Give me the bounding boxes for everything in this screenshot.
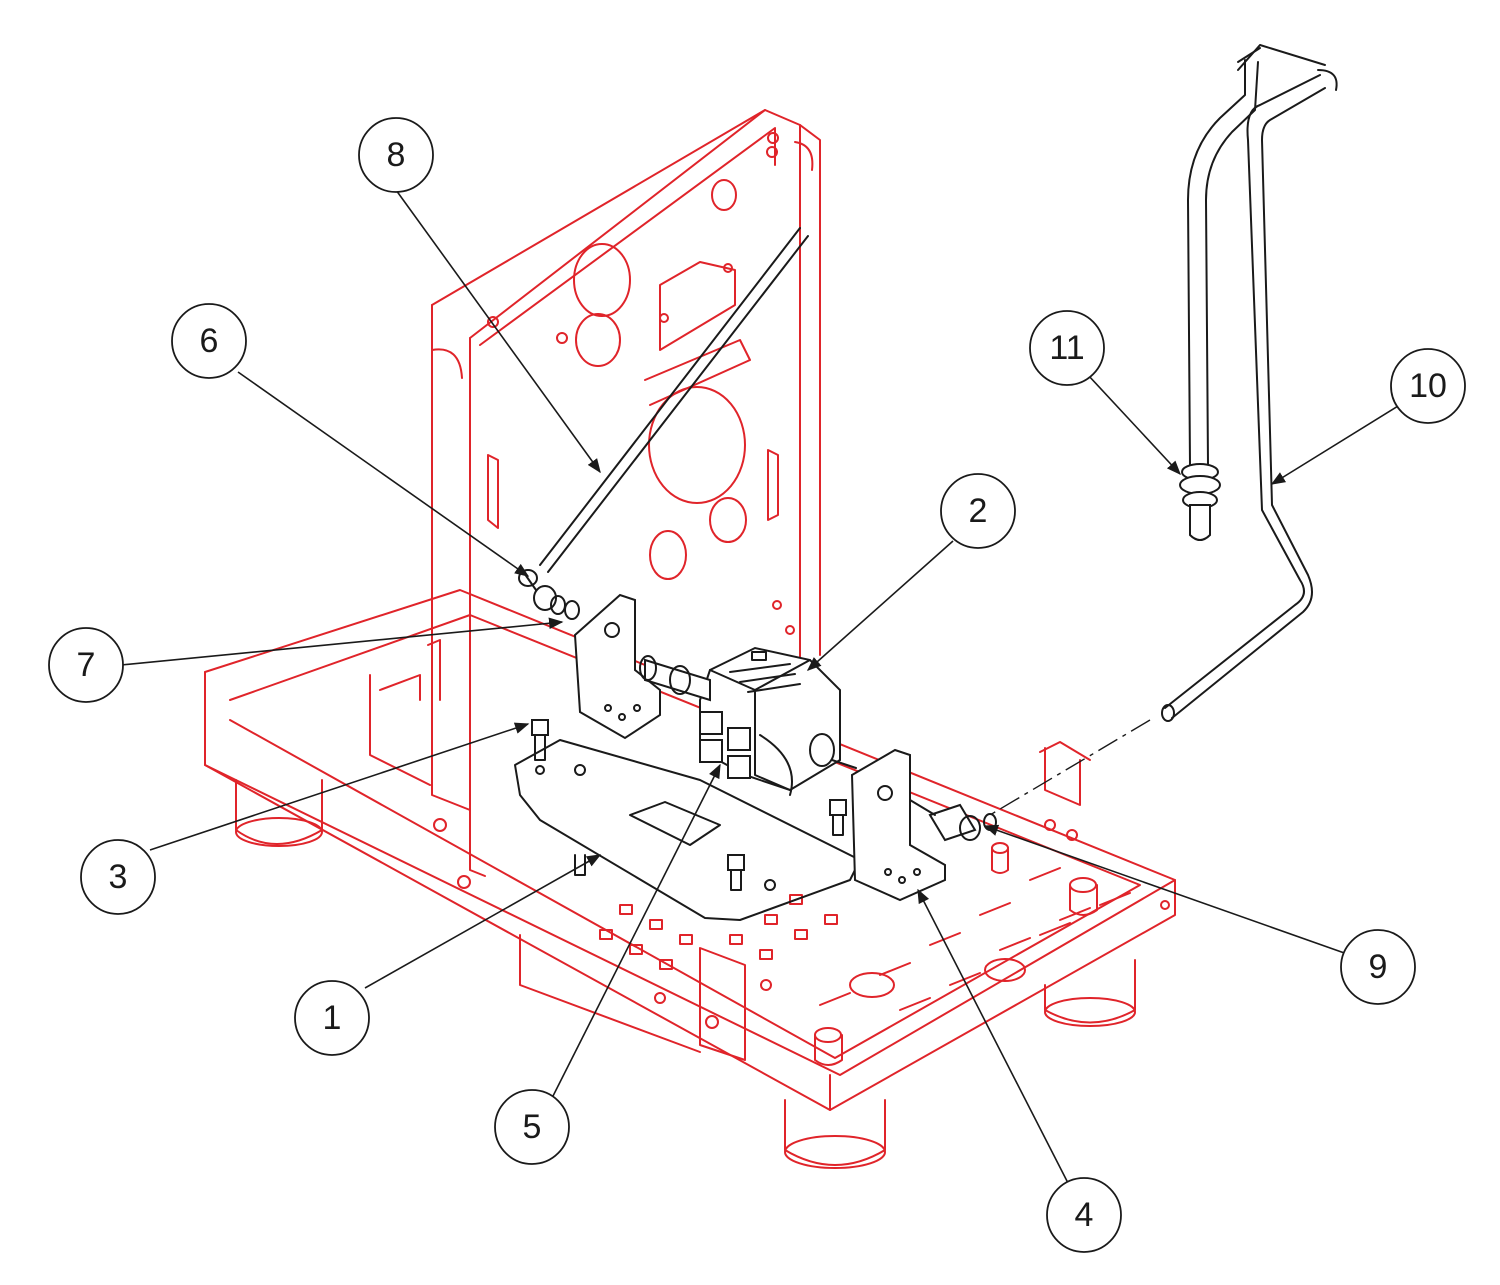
base-tray bbox=[204, 589, 1176, 1111]
pump-assembly bbox=[514, 44, 1338, 921]
callout-8: 8 bbox=[358, 117, 434, 193]
callout-8-label: 8 bbox=[387, 136, 406, 174]
callout-10-label: 10 bbox=[1409, 367, 1447, 405]
callout-6: 6 bbox=[171, 303, 247, 379]
callout-3-label: 3 bbox=[109, 858, 128, 896]
callout-9-label: 9 bbox=[1369, 948, 1388, 986]
callout-4-label: 4 bbox=[1075, 1196, 1094, 1234]
leader-lines bbox=[120, 189, 1399, 1184]
callout-5: 5 bbox=[494, 1089, 570, 1165]
callout-11: 11 bbox=[1029, 310, 1105, 386]
screws bbox=[531, 719, 847, 891]
mounting-plate bbox=[514, 739, 861, 921]
pump-body bbox=[639, 646, 857, 796]
callout-7: 7 bbox=[48, 627, 124, 703]
callout-11-label: 11 bbox=[1049, 329, 1084, 367]
upright-panel bbox=[431, 109, 821, 877]
left-bracket bbox=[573, 593, 661, 740]
assembly-axis-line bbox=[989, 719, 1151, 816]
callout-10: 10 bbox=[1390, 348, 1466, 424]
callout-6-label: 6 bbox=[200, 322, 219, 360]
outlet-fitting bbox=[909, 799, 1009, 874]
callouts: 1 2 3 4 5 6 7 8 bbox=[48, 117, 1466, 1253]
callout-3: 3 bbox=[80, 839, 156, 915]
pipe-nozzle bbox=[1179, 463, 1221, 541]
callout-5-label: 5 bbox=[523, 1108, 542, 1146]
chassis-frame bbox=[204, 109, 1176, 1169]
callout-9: 9 bbox=[1340, 929, 1416, 1005]
callout-2: 2 bbox=[940, 473, 1016, 549]
outlet-tube bbox=[539, 227, 809, 573]
callout-1: 1 bbox=[294, 980, 370, 1056]
callout-2-label: 2 bbox=[969, 492, 988, 530]
callout-4: 4 bbox=[1046, 1177, 1122, 1253]
bent-pipe bbox=[1161, 44, 1338, 722]
callout-7-label: 7 bbox=[77, 646, 96, 684]
inlet-fittings bbox=[518, 569, 580, 620]
chassis-feet bbox=[235, 779, 1136, 1169]
right-bracket bbox=[850, 748, 946, 902]
callout-1-label: 1 bbox=[323, 999, 342, 1037]
